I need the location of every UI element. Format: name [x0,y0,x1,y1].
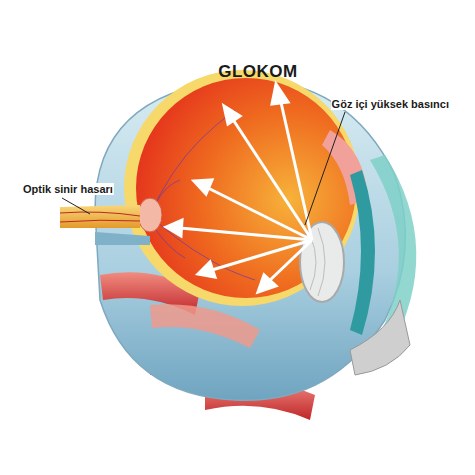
part-label: Göz içi yüksek basıncı [331,98,450,110]
diagram-title: GLOKOM [218,62,298,82]
optic-nerve [60,205,140,228]
pressure-arrows [166,84,312,292]
iris [350,170,375,335]
optic-nerve-fibers [60,212,140,222]
leader-line [305,112,345,225]
part-label: Optik sinir hasarı [22,183,114,195]
leader-line [62,198,90,214]
eyelid-tissue [350,300,410,375]
retina [124,70,360,306]
eye-muscle [150,304,260,348]
nerve-sheath [95,232,150,245]
optic-disc [138,198,162,232]
blood-vessels [150,110,255,280]
